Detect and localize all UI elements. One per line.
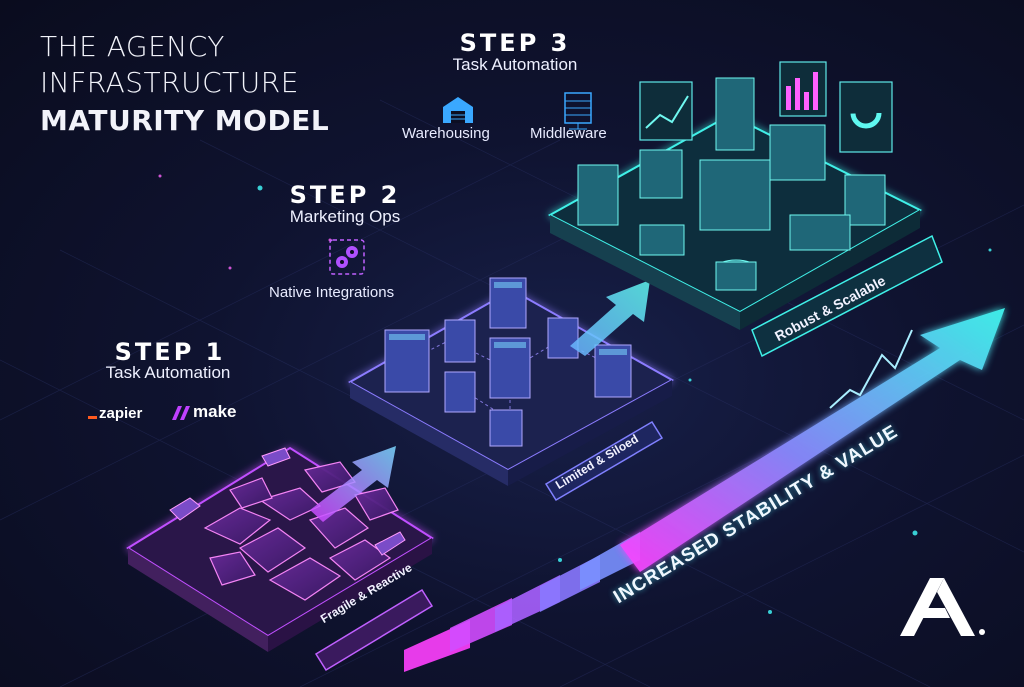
step2-platform [347,277,675,486]
step2-subtitle: Marketing Ops [289,207,401,226]
zapier-logo: zapier [99,405,143,422]
step1-label: STEP 1 [114,338,226,366]
step1-arrow [310,446,396,522]
tag-step2-box [544,420,664,502]
warehouse-icon [443,97,473,123]
tag-step3-box [751,234,943,358]
zapier-logo-mark [88,416,97,419]
title-line-1: THE AGENCY [40,30,225,63]
warehousing-label: Warehousing [402,125,490,142]
step1-platform [126,446,434,652]
step3-subtitle: Task Automation [452,55,578,74]
server-rack-icon [564,92,592,130]
make-logo-mark [172,406,190,420]
title-line-3: MATURITY MODEL [40,104,330,137]
company-logo-icon [900,578,985,636]
make-logo: make [193,402,237,421]
step3-platform [547,61,923,330]
step3-label: STEP 3 [459,29,571,57]
tag-step1-box [314,588,434,672]
step1-subtitle: Task Automation [105,363,231,382]
stability-arrow [404,308,1005,672]
step2-arrow [570,280,650,356]
gears-icon [329,239,365,275]
step2-label: STEP 2 [289,181,401,209]
middleware-label: Middleware [530,125,607,142]
native-integrations-label: Native Integrations [269,284,395,301]
title-line-2: INFRASTRUCTURE [40,66,299,99]
